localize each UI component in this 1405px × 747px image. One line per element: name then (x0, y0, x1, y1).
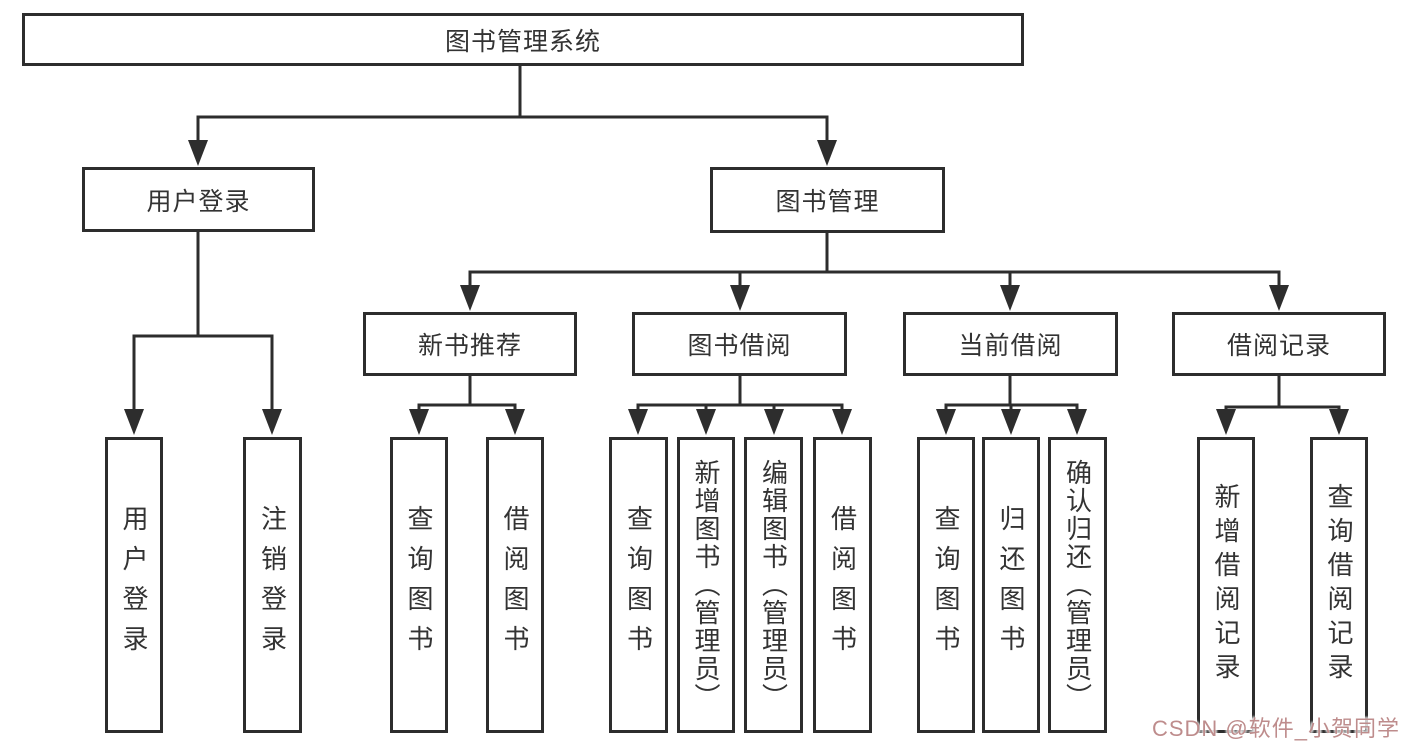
leaf-label: 编辑图书（管理员） (758, 459, 789, 711)
arrowhead-down-icon (409, 409, 429, 435)
leaf-query-books-current: 查询图书 (917, 437, 975, 733)
arrowhead-down-icon (764, 409, 784, 435)
node-book-management: 图书管理 (710, 167, 945, 233)
csdn-watermark: CSDN @软件_小贺同学 (1151, 716, 1400, 741)
leaf-query-books-borrowing: 查询图书 (609, 437, 668, 733)
arrowhead-down-icon (817, 140, 837, 166)
node-label: 借阅记录 (1226, 332, 1331, 360)
leaf-label: 借阅图书 (827, 505, 858, 665)
leaf-return-books: 归还图书 (982, 437, 1040, 733)
leaf-query-borrow-record: 查询借阅记录 (1310, 437, 1368, 733)
leaf-label: 新增借阅记录 (1211, 483, 1241, 687)
leaf-borrow-books-borrowing: 借阅图书 (813, 437, 872, 733)
leaf-label: 查询图书 (404, 505, 434, 665)
arrowhead-down-icon (1329, 409, 1349, 435)
arrowhead-down-icon (1001, 409, 1021, 435)
arrowhead-down-icon (936, 409, 956, 435)
leaf-label: 用户登录 (119, 505, 149, 665)
arrowhead-down-icon (730, 285, 750, 311)
node-root-system: 图书管理系统 (22, 13, 1024, 66)
arrowhead-down-icon (505, 409, 525, 435)
arrowhead-down-icon (696, 409, 716, 435)
arrowhead-down-icon (124, 409, 144, 435)
node-borrow-records: 借阅记录 (1172, 312, 1386, 376)
node-label: 图书借阅 (687, 332, 792, 360)
arrowhead-down-icon (188, 140, 208, 166)
arrowhead-down-icon (628, 409, 648, 435)
leaf-user-login: 用户登录 (105, 437, 163, 733)
leaf-logout: 注销登录 (243, 437, 302, 733)
node-new-book-recommend: 新书推荐 (363, 312, 577, 376)
leaf-label: 查询图书 (931, 505, 961, 665)
node-book-borrowing: 图书借阅 (632, 312, 847, 376)
arrowhead-down-icon (1269, 285, 1289, 311)
node-user-login: 用户登录 (82, 167, 315, 232)
leaf-confirm-return-admin: 确认归还（管理员） (1048, 437, 1107, 733)
leaf-add-books-admin: 新增图书（管理员） (677, 437, 735, 733)
node-root-label: 图书管理系统 (444, 27, 601, 56)
arrowhead-down-icon (1216, 409, 1236, 435)
leaf-borrow-books-recommend: 借阅图书 (486, 437, 544, 733)
leaf-edit-books-admin: 编辑图书（管理员） (744, 437, 803, 733)
leaf-label: 查询借阅记录 (1324, 483, 1354, 687)
leaf-label: 借阅图书 (500, 505, 530, 665)
node-label: 新书推荐 (417, 332, 522, 360)
node-current-borrowing: 当前借阅 (903, 312, 1118, 376)
leaf-query-books-recommend: 查询图书 (390, 437, 448, 733)
arrowhead-down-icon (832, 409, 852, 435)
node-label: 当前借阅 (958, 332, 1063, 360)
leaf-label: 新增图书（管理员） (691, 459, 721, 711)
node-label: 图书管理 (775, 188, 880, 216)
leaf-label: 确认归还（管理员） (1062, 459, 1093, 711)
leaf-label: 注销登录 (257, 505, 288, 665)
arrowhead-down-icon (1067, 409, 1087, 435)
arrowhead-down-icon (460, 285, 480, 311)
leaf-label: 查询图书 (623, 505, 654, 665)
leaf-add-borrow-record: 新增借阅记录 (1197, 437, 1255, 733)
arrowhead-down-icon (1000, 285, 1020, 311)
node-label: 用户登录 (146, 187, 251, 216)
leaf-label: 归还图书 (996, 505, 1026, 665)
arrowhead-down-icon (262, 409, 282, 435)
